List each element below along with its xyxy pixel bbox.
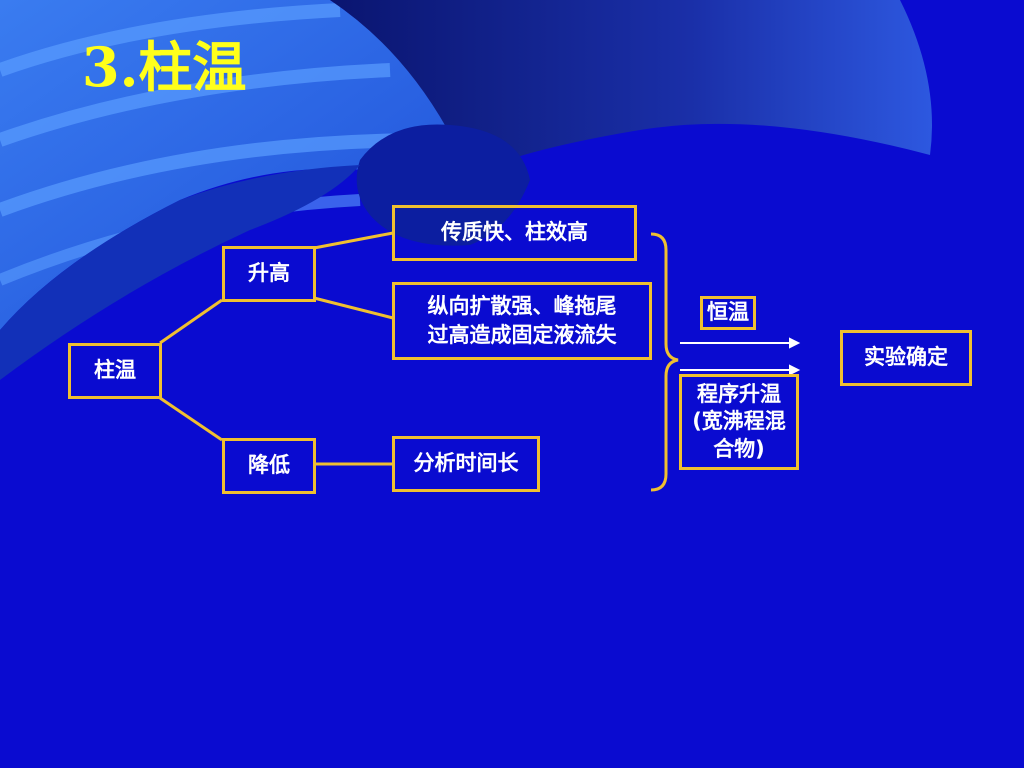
- node-determined-by-experiment-label: 实验确定: [864, 345, 948, 370]
- node-temperature-program-line3: 合物): [713, 436, 765, 461]
- node-raise: 升高: [222, 246, 316, 302]
- node-temperature-program: 程序升温 (宽沸程混 合物): [679, 374, 799, 470]
- node-fast-mass-transfer: 传质快、柱效高: [392, 205, 637, 261]
- node-diffusion-tailing-line1: 纵向扩散强、峰拖尾: [427, 293, 617, 318]
- slide-title: 3.柱温: [82, 35, 247, 99]
- node-isothermal-label: 恒温: [707, 300, 749, 325]
- node-temperature-program-line2: (宽沸程混: [692, 409, 786, 434]
- node-raise-label: 升高: [248, 261, 290, 286]
- node-column-temperature-label: 柱温: [94, 358, 136, 383]
- node-lower-label: 降低: [248, 453, 290, 478]
- node-isothermal: 恒温: [700, 296, 756, 330]
- node-diffusion-tailing-line2: 过高造成固定液流失: [427, 323, 617, 347]
- node-long-analysis-time: 分析时间长: [392, 436, 540, 492]
- node-long-analysis-time-label: 分析时间长: [413, 451, 519, 476]
- node-temperature-program-line1: 程序升温: [697, 382, 781, 407]
- node-determined-by-experiment: 实验确定: [840, 330, 972, 386]
- node-fast-mass-transfer-label: 传质快、柱效高: [441, 220, 588, 245]
- node-diffusion-tailing: 纵向扩散强、峰拖尾 过高造成固定液流失: [392, 282, 652, 360]
- node-lower: 降低: [222, 438, 316, 494]
- node-column-temperature: 柱温: [68, 343, 162, 399]
